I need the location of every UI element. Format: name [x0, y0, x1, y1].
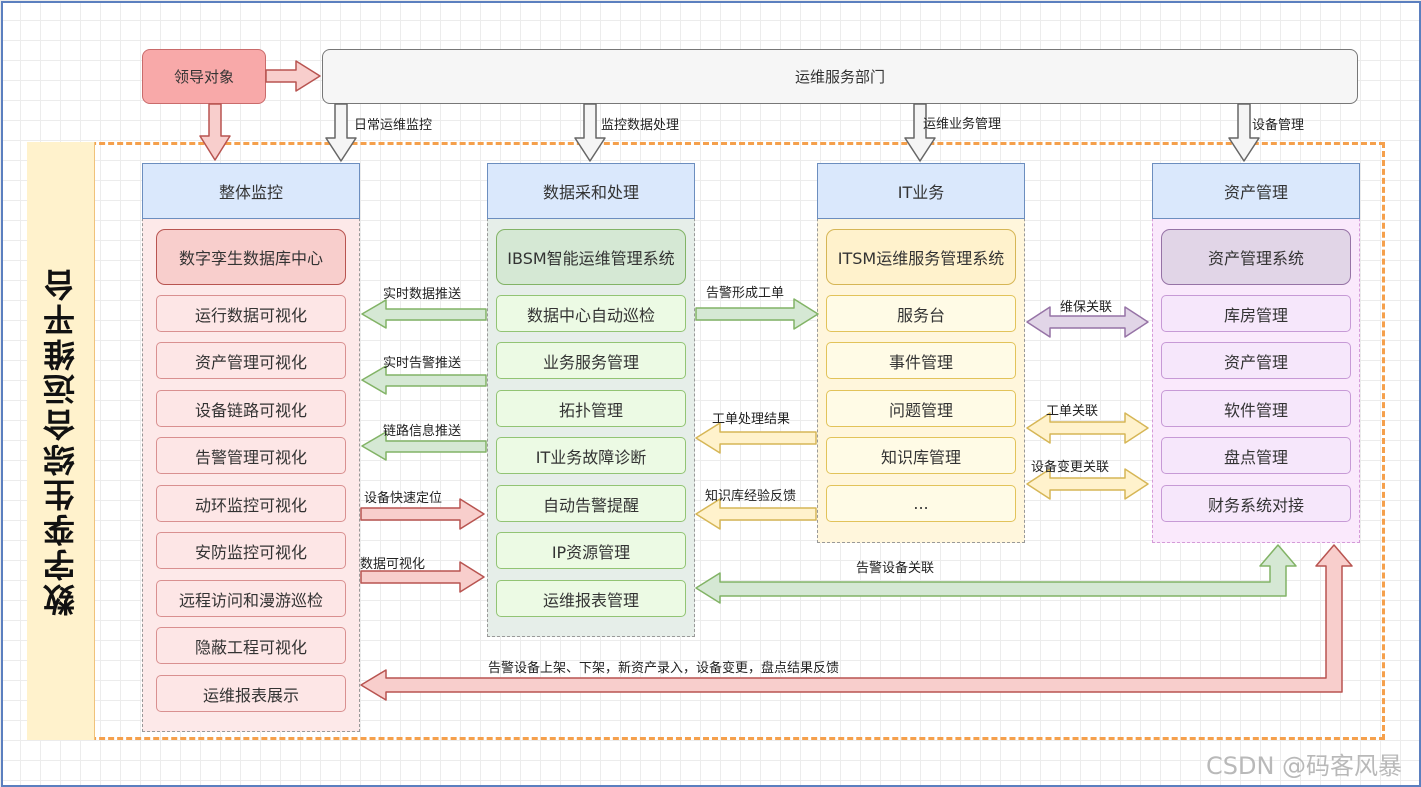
- asset-item-2[interactable]: 资产管理: [1161, 342, 1351, 379]
- asset-item-3[interactable]: 软件管理: [1161, 390, 1351, 427]
- arrow-kb-feedback: [695, 498, 817, 530]
- it-item-5[interactable]: ...: [826, 485, 1016, 522]
- asset-main-system[interactable]: 资产管理系统: [1161, 229, 1351, 285]
- data-item-6[interactable]: IP资源管理: [496, 532, 686, 569]
- label-data-vis: 数据可视化: [360, 557, 426, 572]
- monitor-item-2[interactable]: 资产管理可视化: [156, 342, 346, 379]
- platform-title-panel: 数字孪生综合运维平台: [27, 142, 95, 740]
- data-item-2[interactable]: 业务服务管理: [496, 342, 686, 379]
- monitor-item-3[interactable]: 设备链路可视化: [156, 390, 346, 427]
- col-header-data[interactable]: 数据采和处理: [487, 163, 695, 219]
- label-quick-locate: 设备快速定位: [364, 491, 443, 506]
- asset-item-1[interactable]: 库房管理: [1161, 295, 1351, 332]
- arrow-ops-to-asset: [1228, 103, 1260, 162]
- monitor-main-system[interactable]: 数字孪生数据库中心: [156, 229, 346, 285]
- label-down-4: 设备管理: [1252, 118, 1305, 133]
- arrow-realtime-data: [361, 299, 487, 329]
- arrow-data-vis: [360, 561, 485, 593]
- asset-item-4[interactable]: 盘点管理: [1161, 437, 1351, 474]
- arrow-maintenance-link: [1026, 306, 1149, 338]
- monitor-item-7[interactable]: 远程访问和漫游巡检: [156, 580, 346, 617]
- it-main-system[interactable]: ITSM运维服务管理系统: [826, 229, 1016, 285]
- col-header-it[interactable]: IT业务: [817, 163, 1025, 219]
- data-item-1[interactable]: 数据中心自动巡检: [496, 295, 686, 332]
- it-item-4[interactable]: 知识库管理: [826, 437, 1016, 474]
- arrow-realtime-alarm: [361, 365, 487, 395]
- arrow-alarm-device: [695, 544, 1297, 604]
- label-kb-feedback: 知识库经验反馈: [705, 489, 797, 504]
- arrow-ticket-link: [1026, 412, 1149, 444]
- ops-dept-box[interactable]: 运维服务部门: [322, 49, 1358, 104]
- monitor-item-1[interactable]: 运行数据可视化: [156, 295, 346, 332]
- label-down-1: 日常运维监控: [354, 118, 433, 133]
- label-link-info: 链路信息推送: [383, 424, 462, 439]
- label-down-2: 监控数据处理: [601, 118, 680, 133]
- monitor-item-6[interactable]: 安防监控可视化: [156, 532, 346, 569]
- label-ticket-result: 工单处理结果: [712, 412, 791, 427]
- arrow-change-link: [1026, 468, 1149, 500]
- label-maintenance: 维保关联: [1060, 300, 1113, 315]
- label-bottom-feedback: 告警设备上架、下架，新资产录入，设备变更，盘点结果反馈: [488, 661, 840, 676]
- arrow-alarm-ticket: [695, 298, 819, 330]
- label-realtime-alarm: 实时告警推送: [383, 356, 462, 371]
- label-change-link: 设备变更关联: [1031, 460, 1110, 475]
- arrow-ops-to-monitor: [325, 103, 357, 162]
- monitor-item-5[interactable]: 动环监控可视化: [156, 485, 346, 522]
- data-item-4[interactable]: IT业务故障诊断: [496, 437, 686, 474]
- it-item-3[interactable]: 问题管理: [826, 390, 1016, 427]
- data-item-3[interactable]: 拓扑管理: [496, 390, 686, 427]
- data-item-5[interactable]: 自动告警提醒: [496, 485, 686, 522]
- data-item-7[interactable]: 运维报表管理: [496, 580, 686, 617]
- asset-item-5[interactable]: 财务系统对接: [1161, 485, 1351, 522]
- arrow-ops-to-it: [904, 103, 936, 162]
- arrow-bottom-feedback: [360, 544, 1353, 701]
- monitor-item-9[interactable]: 运维报表展示: [156, 675, 346, 712]
- arrow-link-info: [361, 431, 487, 461]
- arrow-ops-to-data: [574, 103, 606, 162]
- arrow-leader-to-ops: [265, 60, 321, 92]
- label-alarm-ticket: 告警形成工单: [706, 286, 785, 301]
- data-main-system[interactable]: IBSM智能运维管理系统: [496, 229, 686, 285]
- leader-box[interactable]: 领导对象: [142, 49, 266, 104]
- col-header-asset[interactable]: 资产管理: [1152, 163, 1360, 219]
- label-ticket-link: 工单关联: [1046, 404, 1099, 419]
- monitor-item-8[interactable]: 隐蔽工程可视化: [156, 627, 346, 664]
- label-alarm-device: 告警设备关联: [856, 561, 935, 576]
- monitor-item-4[interactable]: 告警管理可视化: [156, 437, 346, 474]
- label-down-3: 运维业务管理: [923, 117, 1002, 132]
- arrow-quick-locate: [360, 498, 485, 530]
- arrow-leader-to-monitor: [199, 103, 231, 161]
- arrow-ticket-result: [695, 422, 817, 454]
- it-item-2[interactable]: 事件管理: [826, 342, 1016, 379]
- watermark: CSDN @码客风暴: [1206, 752, 1403, 780]
- col-header-monitor[interactable]: 整体监控: [142, 163, 360, 219]
- it-item-1[interactable]: 服务台: [826, 295, 1016, 332]
- label-realtime-data: 实时数据推送: [383, 287, 462, 302]
